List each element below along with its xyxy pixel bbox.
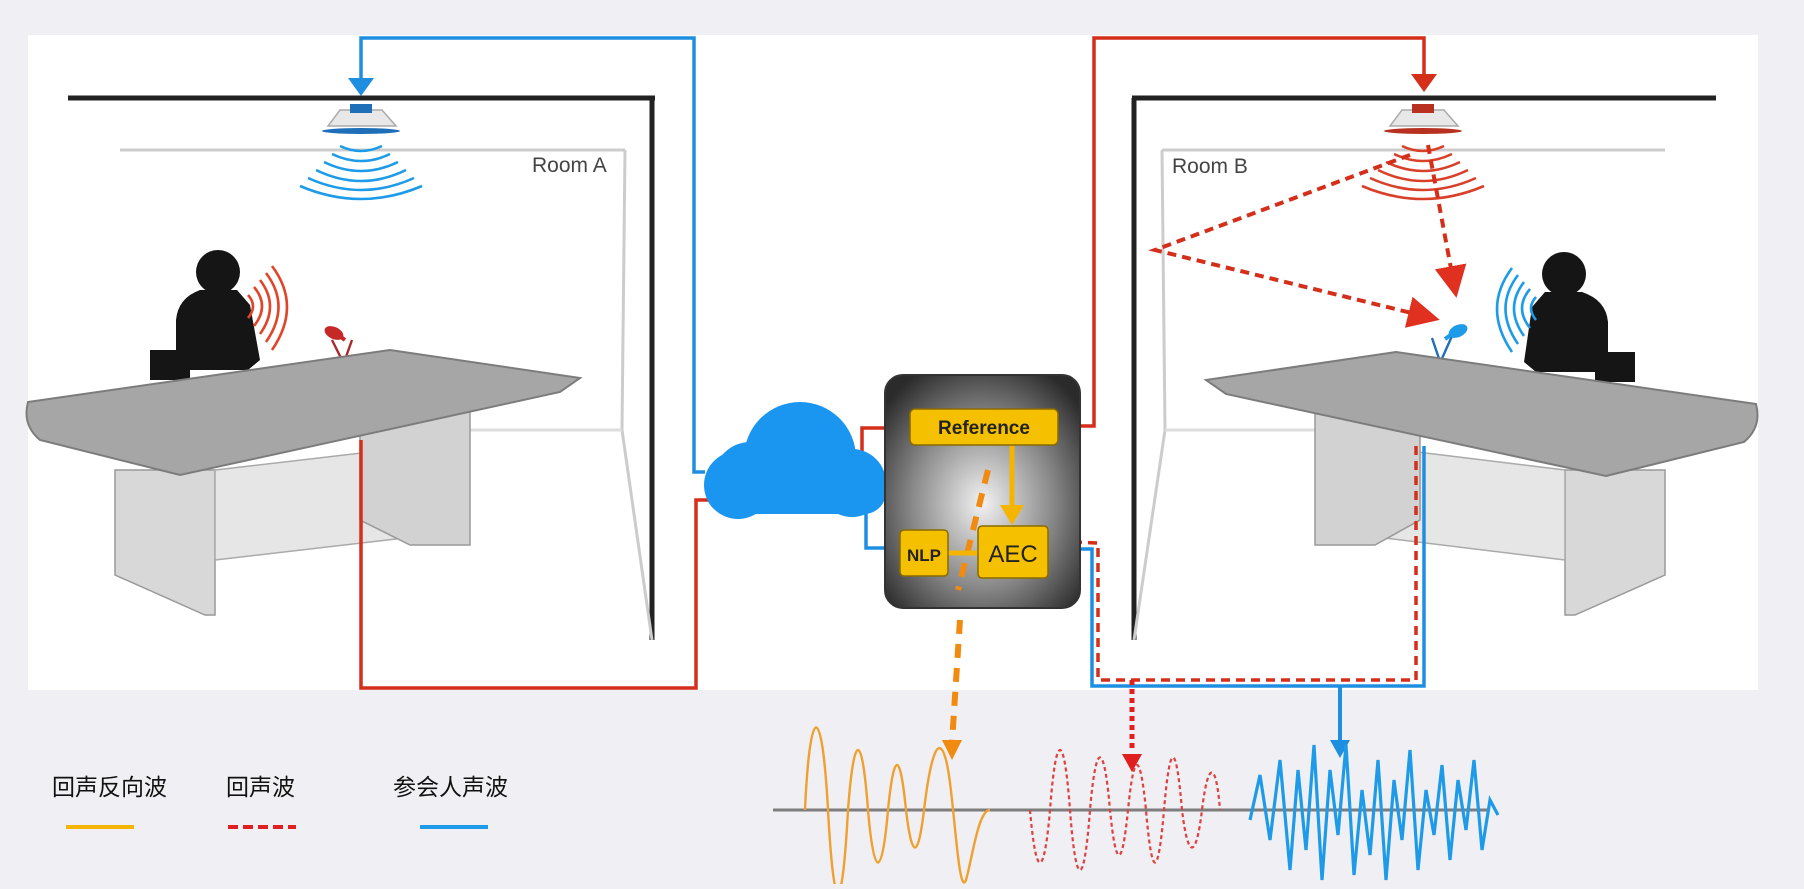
room-a-label: Room A bbox=[532, 154, 607, 177]
room-a-speaker-icon bbox=[299, 104, 423, 201]
room-a-person-icon bbox=[150, 250, 292, 540]
participant-voice-waveform bbox=[1248, 744, 1500, 881]
signal-wires bbox=[348, 36, 1437, 772]
wire-blue-to-room-a-speaker bbox=[359, 36, 705, 474]
echo-reflection-arrows bbox=[1148, 144, 1467, 328]
wire-red-dashed-echo bbox=[1049, 446, 1418, 682]
room-a-table-icon bbox=[25, 348, 583, 616]
aec-block: AEC bbox=[977, 525, 1049, 579]
aec-block-label: AEC bbox=[988, 541, 1037, 568]
anti-echo-waveform bbox=[803, 726, 991, 889]
wire-red-to-room-b-speaker bbox=[1065, 36, 1426, 428]
room-b-voice-waves-icon bbox=[1495, 267, 1538, 353]
cloud-icon bbox=[704, 402, 886, 519]
legend-swatch-echo-wave bbox=[228, 825, 296, 829]
nlp-block-label: NLP bbox=[907, 546, 941, 565]
legend-label-participant-voice-wave: 参会人声波 bbox=[393, 775, 508, 801]
room-a-voice-waves-icon bbox=[246, 265, 289, 351]
room-a: Room A bbox=[25, 95, 655, 641]
nlp-block: NLP bbox=[899, 529, 949, 577]
wire-red-from-room-a-mic bbox=[359, 440, 712, 690]
room-b-speaker-icon bbox=[1361, 104, 1485, 201]
echo-waveform bbox=[1028, 749, 1222, 871]
room-b-label: Room B bbox=[1172, 155, 1248, 178]
legend-swatch-anti-echo-wave bbox=[66, 825, 134, 829]
reference-block-label: Reference bbox=[938, 418, 1030, 439]
reference-block: Reference bbox=[909, 408, 1059, 446]
echo-canceller-box: Reference NLP AEC bbox=[884, 374, 1081, 609]
room-b: Room B bbox=[1131, 95, 1759, 641]
anti-echo-arrow bbox=[949, 619, 963, 743]
legend-swatch-participant-voice-wave bbox=[420, 825, 488, 829]
legend-label-anti-echo-wave: 回声反向波 bbox=[52, 775, 167, 801]
legend-label-echo-wave: 回声波 bbox=[226, 775, 295, 801]
room-b-table-icon bbox=[1203, 350, 1759, 616]
